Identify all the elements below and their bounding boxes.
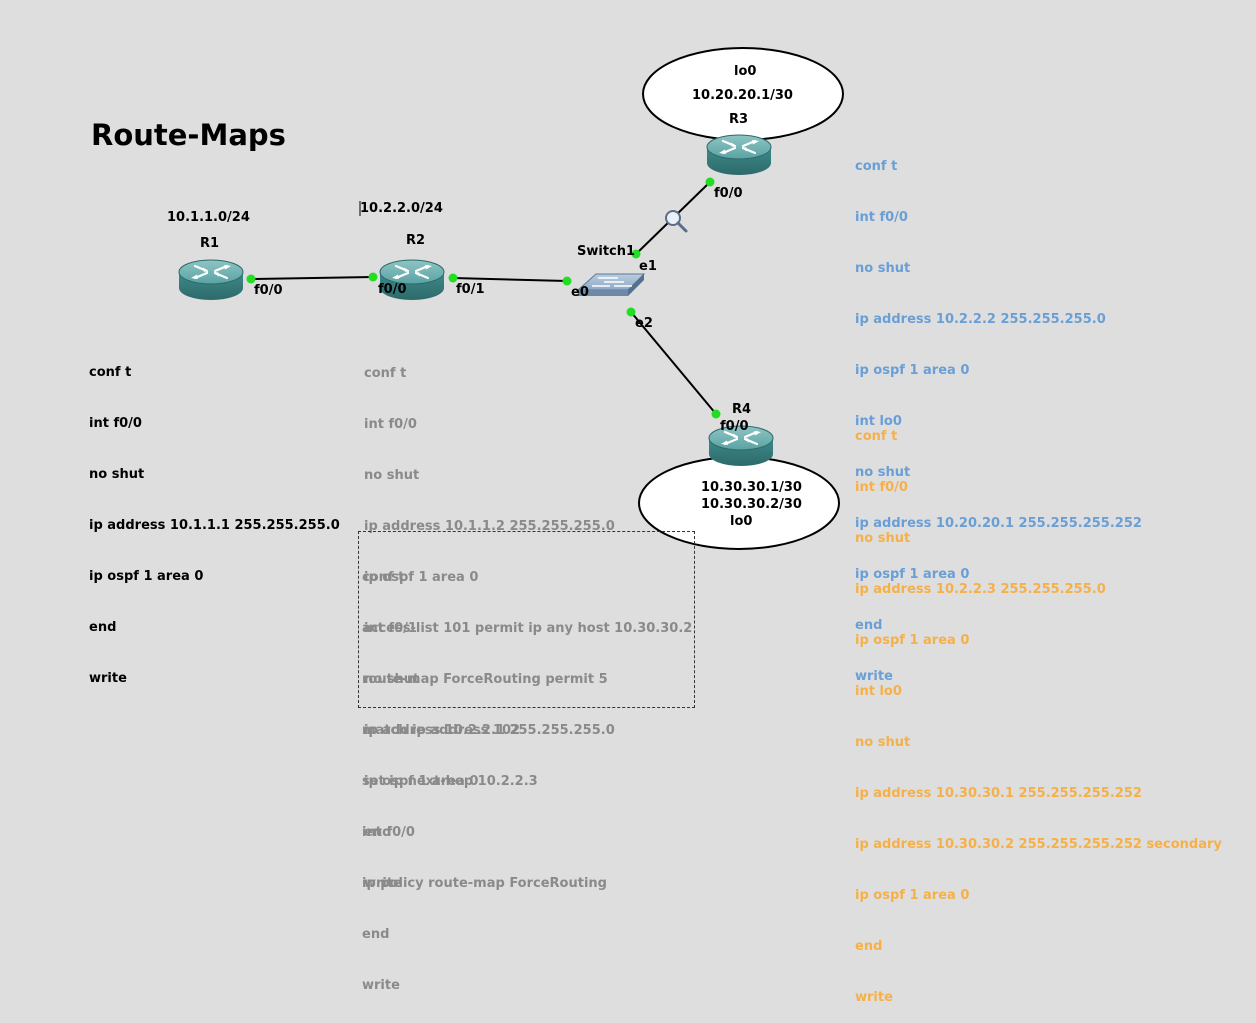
- r4-config-block: conf t int f0/0 no shut ip address 10.2.…: [855, 394, 1222, 1023]
- link-switch-r4: [630, 311, 717, 415]
- config-line: route-map ForceRouting permit 5: [362, 672, 608, 687]
- iface-label-switch-e1: e1: [639, 259, 657, 274]
- config-line: conf t: [855, 429, 898, 444]
- config-line: write: [362, 978, 400, 993]
- config-line: conf t: [362, 570, 405, 585]
- r3-config-block: conf t int f0/0 no shut ip address 10.2.…: [855, 124, 1142, 702]
- switch-icon: [576, 273, 646, 296]
- r2-policy-config-block: conf t access-list 101 permit ip any hos…: [362, 535, 692, 1011]
- r4-loopback-address-2: 10.30.30.2/30: [701, 497, 802, 512]
- r2-policy-note-box[interactable]: [358, 531, 695, 708]
- topology-canvas: [177, 47, 844, 550]
- link-r2-switch: [452, 277, 568, 282]
- config-line: int lo0: [855, 684, 902, 699]
- iface-label-r2-f00: f0/0: [378, 282, 407, 297]
- config-line: ip ospf 1 area 0: [855, 633, 970, 648]
- config-line: int f0/0: [364, 417, 417, 432]
- subnet-label-r1: 10.1.1.0/24: [167, 210, 250, 225]
- config-line: conf t: [855, 159, 898, 174]
- config-line: no shut: [855, 261, 911, 276]
- iface-label-r2-f01: f0/1: [456, 282, 485, 297]
- config-line: ip address 10.1.1.1 255.255.255.0: [89, 518, 340, 533]
- iface-label-switch-e0: e0: [571, 285, 589, 300]
- subnet-label-r2: 10.2.2.0/24: [360, 201, 443, 216]
- config-line: ip ospf 1 area 0: [855, 567, 970, 582]
- config-line: end: [89, 620, 117, 635]
- r1-config-block: conf t int f0/0 no shut ip address 10.1.…: [89, 330, 340, 704]
- port-r3-f00: [705, 177, 715, 187]
- config-line: ip ospf 1 area 0: [364, 570, 479, 585]
- config-line: ip ospf 1 area 0: [855, 363, 970, 378]
- config-line: int f0/0: [855, 480, 908, 495]
- device-label-r3[interactable]: R3: [729, 112, 749, 127]
- config-line: write: [89, 671, 127, 686]
- config-line: no shut: [855, 465, 911, 480]
- port-switch-e1: [631, 249, 641, 259]
- config-line: ip ospf 1 area 0: [855, 888, 970, 903]
- router-r1-icon: [177, 258, 245, 302]
- config-line: int f0/0: [362, 825, 415, 840]
- r3-loopback-address: 10.20.20.1/30: [692, 88, 793, 103]
- iface-label-r3-f00: f0/0: [714, 186, 743, 201]
- port-switch-e0: [562, 276, 572, 286]
- port-r2-f01: [448, 273, 458, 283]
- config-line: access-list 101 permit ip any host 10.30…: [362, 621, 693, 636]
- device-label-switch[interactable]: Switch1: [577, 244, 636, 259]
- r4-loopback-address-1: 10.30.30.1/30: [701, 480, 802, 495]
- device-label-r4[interactable]: R4: [732, 402, 752, 417]
- config-line: no shut: [364, 468, 420, 483]
- config-line: end: [855, 618, 883, 633]
- config-line: int f0/0: [855, 210, 908, 225]
- iface-label-r4-f00: f0/0: [720, 419, 749, 434]
- config-line: ip address 10.1.1.2 255.255.255.0: [364, 519, 615, 534]
- packet-capture-icon: [665, 210, 688, 233]
- config-line: ip address 10.2.2.2 255.255.255.0: [855, 312, 1106, 327]
- config-line: end: [362, 927, 390, 942]
- config-line: no shut: [855, 735, 911, 750]
- config-line: int lo0: [855, 414, 902, 429]
- link-r1-r2: [250, 276, 374, 280]
- port-r4-f00: [711, 409, 721, 419]
- config-line: int f0/1: [364, 621, 417, 636]
- config-line: ip address 10.2.2.1 255.255.255.0: [364, 723, 615, 738]
- config-line: ip address 10.2.2.3 255.255.255.0: [855, 582, 1106, 597]
- config-line: int f0/0: [89, 416, 142, 431]
- config-line: write: [855, 990, 893, 1005]
- config-line: no shut: [855, 531, 911, 546]
- config-line: conf t: [89, 365, 132, 380]
- config-line: conf t: [364, 366, 407, 381]
- r3-loopback-name: lo0: [734, 64, 757, 79]
- config-line: ip address 10.30.30.1 255.255.255.252: [855, 786, 1142, 801]
- config-line: no shut: [89, 467, 145, 482]
- config-line: ip address 10.30.30.2 255.255.255.252 se…: [855, 837, 1222, 852]
- port-r2-f00: [368, 272, 378, 282]
- iface-label-r1-f00: f0/0: [254, 283, 283, 298]
- page-title: Route-Maps: [91, 118, 286, 152]
- iface-label-switch-e2: e2: [635, 316, 653, 331]
- port-r1-f00: [246, 274, 256, 284]
- device-label-r1[interactable]: R1: [200, 236, 220, 251]
- config-line: set ip next-hop 10.2.2.3: [362, 774, 538, 789]
- config-line: end: [855, 939, 883, 954]
- config-line: ip address 10.20.20.1 255.255.255.252: [855, 516, 1142, 531]
- config-line: match ip address 102: [362, 723, 521, 738]
- config-line: write: [855, 669, 893, 684]
- router-r3-icon: [705, 133, 773, 177]
- config-line: no shut: [364, 672, 420, 687]
- r4-loopback-name: lo0: [730, 514, 753, 529]
- config-line: ip policy route-map ForceRouting: [362, 876, 607, 891]
- device-label-r2[interactable]: R2: [406, 233, 426, 248]
- port-switch-e2: [626, 307, 636, 317]
- config-line: ip ospf 1 area 0: [89, 569, 204, 584]
